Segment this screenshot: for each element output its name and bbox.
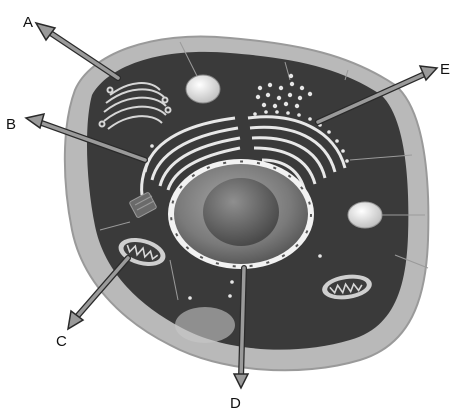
- vacuole: [348, 202, 382, 228]
- cell-wall-shade: [175, 307, 235, 343]
- vesicle: [186, 75, 220, 103]
- callout-label-e: E: [440, 61, 450, 78]
- callout-label-d: D: [230, 395, 241, 412]
- callout-label-c: C: [56, 333, 67, 350]
- arrowhead-d: [234, 374, 248, 388]
- arrowhead-b: [26, 114, 44, 128]
- callout-label-b: B: [6, 116, 16, 133]
- callout-label-a: A: [23, 14, 33, 31]
- nucleolus: [203, 178, 279, 246]
